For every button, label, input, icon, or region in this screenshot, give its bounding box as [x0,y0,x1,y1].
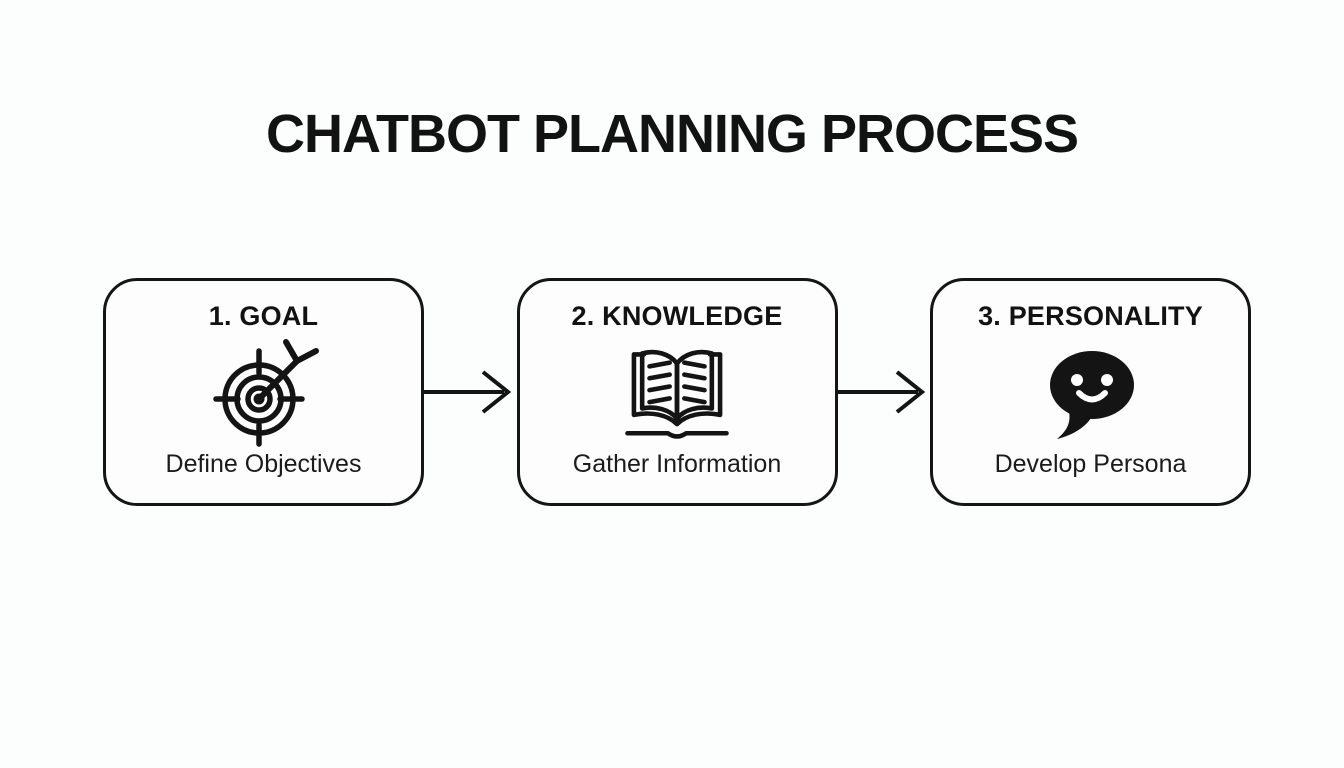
step-heading-goal: 1. GOAL [208,301,319,331]
step-heading-personality: 3. PERSONALITY [978,301,1203,331]
arrow-right-icon [837,278,931,506]
step-heading-knowledge: 2. KNOWLEDGE [571,301,783,331]
process-flow-diagram: 1. GOAL Define Objectives 2. KNOWL [103,278,1251,506]
step-box-goal: 1. GOAL Define Objectives [103,278,424,506]
step-box-knowledge: 2. KNOWLEDGE [516,278,838,506]
target-arrow-icon [209,337,319,447]
chat-bubble-smile-icon [1036,337,1146,447]
step-label-knowledge: Gather Information [572,450,782,478]
step-label-goal: Define Objectives [165,450,362,478]
step-label-personality: Develop Persona [994,450,1187,478]
open-book-icon [622,337,732,447]
step-box-personality: 3. PERSONALITY Develop Persona [930,278,1251,506]
page-title: CHATBOT PLANNING PROCESS [265,104,1079,164]
arrow-right-icon [424,278,517,506]
